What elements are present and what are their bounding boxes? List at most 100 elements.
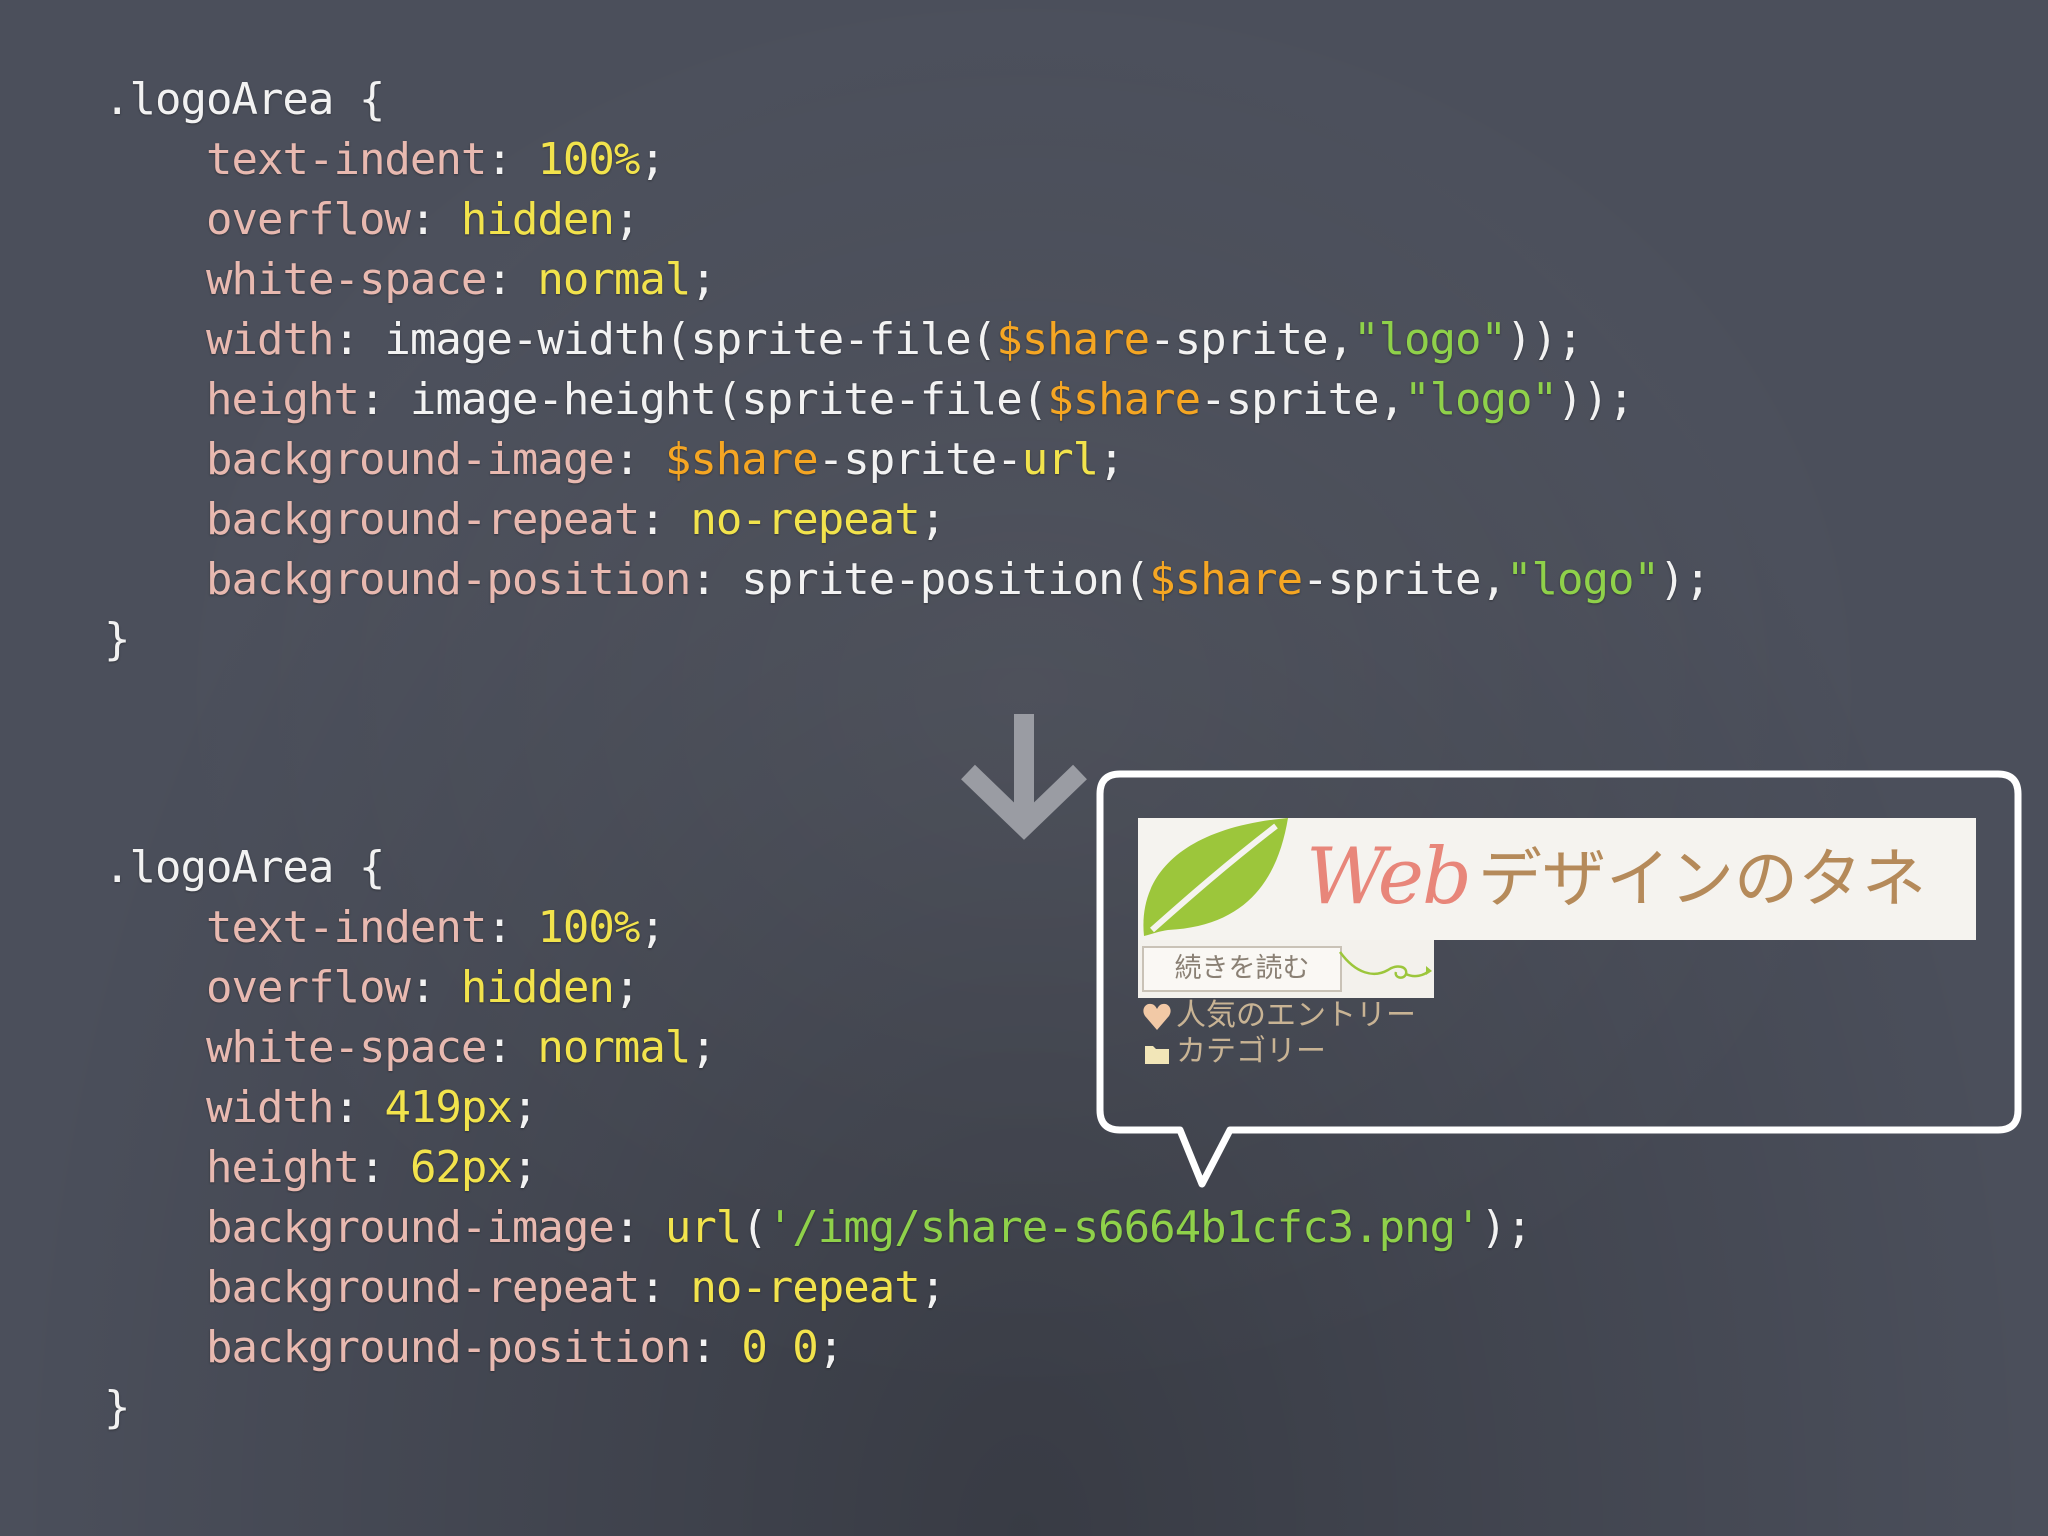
code-token-txt: : (613, 1202, 665, 1253)
code-token-prop: background-position (206, 554, 691, 605)
code-token-str: "logo" (1404, 374, 1558, 425)
code-token-txt: ; (919, 1262, 946, 1313)
code-line: text-indent: 100%; (104, 898, 1532, 958)
code-token-prop: background-repeat (206, 1262, 640, 1313)
code-token-txt: : (639, 494, 691, 545)
logo-japanese-text: デザインのタネ (1478, 843, 1926, 917)
menu-item-label: カテゴリー (1176, 1034, 1326, 1069)
code-token-txt: ; (690, 254, 716, 305)
code-token-var: $share (1149, 554, 1303, 605)
code-token-txt: ; (1098, 434, 1124, 485)
code-block-after: .logoArea {text-indent: 100%;overflow: h… (104, 838, 1533, 1438)
code-token-val: hidden (460, 962, 615, 1013)
code-token-val: 0 0 (741, 1322, 818, 1373)
code-token-txt: )); (1557, 374, 1634, 425)
speech-bubble (1096, 770, 2022, 1188)
leaf-icon (1143, 818, 1288, 936)
code-token-var: $share (996, 314, 1150, 365)
menu-item-popular-entries[interactable]: 人気のエントリー (1142, 998, 1416, 1034)
code-token-val: 100% (537, 134, 640, 185)
code-line: height: image-height(sprite-file($share-… (104, 370, 1710, 430)
code-token-prop: height (206, 1142, 360, 1193)
code-token-txt: .logoArea { (104, 74, 385, 125)
code-token-prop: background-repeat (206, 494, 640, 545)
code-token-prop: white-space (206, 254, 487, 305)
code-token-prop: width (206, 1082, 334, 1133)
code-token-txt: : (486, 254, 538, 305)
swirl-ornament-icon (1338, 951, 1432, 979)
code-token-val: 419px (384, 1082, 512, 1133)
code-line: background-repeat: no-repeat; (104, 1258, 1532, 1318)
read-more-button[interactable]: 続きを読む (1142, 946, 1342, 992)
code-token-prop: background-image (206, 434, 615, 485)
logo-preview: Web デザインのタネ (1138, 818, 1976, 940)
code-token-str: '/img/share-s6664b1cfc3.png' (766, 1202, 1482, 1253)
code-block-before: .logoArea {text-indent: 100%;overflow: h… (104, 70, 1711, 670)
code-token-txt: : (486, 1022, 538, 1073)
code-line: .logoArea { (104, 70, 1710, 130)
code-token-prop: text-indent (206, 902, 487, 953)
code-token-txt: ; (690, 1022, 716, 1073)
code-token-txt: ); (1658, 554, 1711, 605)
code-line: overflow: hidden; (104, 190, 1710, 250)
code-token-prop: background-position (206, 1322, 691, 1373)
code-token-str: "logo" (1506, 554, 1660, 605)
code-token-txt: ( (741, 1202, 767, 1253)
code-token-val: no-repeat (690, 1262, 920, 1313)
code-token-txt: -sprite, (1302, 554, 1507, 605)
code-line: background-position: 0 0; (104, 1318, 1532, 1378)
code-token-prop: height (206, 374, 360, 425)
code-token-txt: ; (613, 962, 640, 1013)
code-token-val: 62px (409, 1142, 513, 1193)
code-line: height: 62px; (104, 1138, 1532, 1198)
code-line: background-position: sprite-position($sh… (104, 550, 1711, 610)
code-token-txt: ; (613, 194, 640, 245)
code-token-txt: ); (1480, 1202, 1533, 1253)
code-line: width: 419px; (104, 1078, 1532, 1138)
code-token-val: normal (537, 254, 691, 305)
code-token-val: 100% (537, 902, 640, 953)
code-token-val: hidden (460, 194, 615, 245)
code-token-str: "logo" (1353, 314, 1507, 365)
code-token-val: normal (537, 1022, 691, 1073)
code-line: } (104, 1378, 1532, 1438)
code-token-val: url (664, 1202, 742, 1253)
code-token-prop: white-space (206, 1022, 487, 1073)
code-token-txt: ; (919, 494, 946, 545)
code-token-prop: background-image (206, 1202, 615, 1253)
menu-item-categories[interactable]: カテゴリー (1142, 1034, 1326, 1070)
code-token-prop: text-indent (206, 134, 487, 185)
code-token-txt: : (690, 1322, 742, 1373)
code-token-prop: width (206, 314, 334, 365)
code-token-var: $share (664, 434, 819, 485)
code-token-txt: ; (511, 1142, 538, 1193)
code-token-txt: : image-width(sprite-file( (333, 314, 997, 365)
code-token-txt: : (613, 434, 665, 485)
code-line: background-repeat: no-repeat; (104, 490, 1710, 550)
code-line: width: image-width(sprite-file($share-sp… (104, 310, 1710, 370)
code-token-txt: : image-height(sprite-file( (358, 374, 1048, 425)
code-line: .logoArea { (104, 838, 1532, 898)
code-token-prop: overflow (206, 194, 411, 245)
code-line: white-space: normal; (104, 1018, 1532, 1078)
code-line: text-indent: 100%; (104, 130, 1710, 190)
code-token-txt: : (486, 134, 538, 185)
code-token-txt: -sprite, (1200, 374, 1405, 425)
code-line: background-image: url('/img/share-s6664b… (104, 1198, 1533, 1258)
code-token-txt: -sprite, (1149, 314, 1354, 365)
code-line: overflow: hidden; (104, 958, 1532, 1018)
code-token-txt: ; (639, 902, 665, 953)
code-token-txt: : (486, 902, 538, 953)
code-token-txt: } (104, 1382, 130, 1433)
code-token-txt: : (409, 962, 461, 1013)
code-token-txt: -sprite- (817, 434, 1023, 485)
code-line: } (104, 610, 1710, 670)
code-token-txt: ; (511, 1082, 538, 1133)
code-token-txt: : (639, 1262, 691, 1313)
code-token-var: $share (1047, 374, 1201, 425)
code-token-prop: overflow (206, 962, 411, 1013)
code-token-txt: : (358, 1142, 410, 1193)
code-token-txt: ; (817, 1322, 844, 1373)
code-token-txt: )); (1506, 314, 1583, 365)
code-line: background-image: $share-sprite-url; (104, 430, 1710, 490)
